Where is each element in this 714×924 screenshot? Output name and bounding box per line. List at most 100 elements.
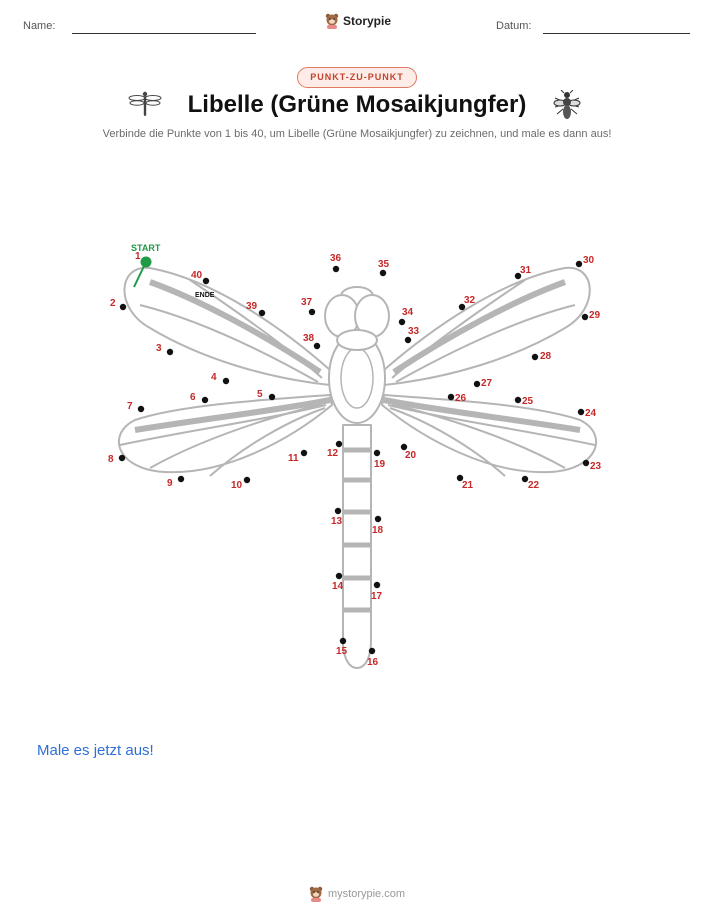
dot-label-13: 13	[331, 516, 343, 527]
dot-4	[222, 377, 230, 385]
dot-29	[581, 313, 589, 321]
dot-label-18: 18	[372, 525, 384, 536]
dot-label-7: 7	[127, 401, 133, 412]
dot-12	[335, 440, 343, 448]
dot-label-1: 1	[135, 251, 141, 262]
dot-40	[202, 277, 210, 285]
start-dot	[140, 256, 152, 268]
dot-6	[201, 396, 209, 404]
dot-28	[531, 353, 539, 361]
dot-34	[398, 318, 406, 326]
dot-label-21: 21	[462, 480, 474, 491]
dot-24	[577, 408, 585, 416]
dot-30	[575, 260, 583, 268]
instructions: Verbinde die Punkte von 1 bis 40, um Lib…	[102, 128, 612, 140]
dragonfly-icon	[128, 91, 162, 116]
bear-mascot-icon	[309, 886, 323, 902]
dot-7	[137, 405, 145, 413]
dot-21	[456, 474, 464, 482]
end-label: ENDE	[195, 292, 215, 299]
dot-label-2: 2	[110, 298, 116, 309]
dot-26	[447, 393, 455, 401]
dot-38	[313, 342, 321, 350]
dot-35	[379, 269, 387, 277]
dot-39	[258, 309, 266, 317]
date-line[interactable]	[543, 33, 690, 34]
dot-11	[300, 449, 308, 457]
dot-22	[521, 475, 529, 483]
dot-27	[473, 380, 481, 388]
dot-9	[177, 475, 185, 483]
bear-mascot-icon	[325, 13, 339, 29]
dot-label-32: 32	[464, 295, 476, 306]
dot-label-23: 23	[590, 461, 602, 472]
start-label: START	[131, 243, 161, 253]
dot-label-20: 20	[405, 450, 417, 461]
dot-5	[268, 393, 276, 401]
dot-label-19: 19	[374, 459, 386, 470]
dot-label-16: 16	[367, 657, 379, 668]
dot-label-25: 25	[522, 396, 534, 407]
dot-36	[332, 265, 340, 273]
dot-label-36: 36	[330, 253, 342, 264]
dot-label-33: 33	[408, 326, 420, 337]
dot-15	[339, 637, 347, 645]
dot-label-37: 37	[301, 297, 313, 308]
name-line[interactable]	[72, 33, 256, 34]
dot-19	[373, 449, 381, 457]
dragonfly-outline	[117, 266, 598, 669]
footer-url: mystorypie.com	[327, 888, 406, 900]
dot-label-28: 28	[540, 351, 552, 362]
dot-label-14: 14	[332, 581, 344, 592]
color-prompt: Male es jetzt aus!	[37, 742, 154, 759]
dot-label-35: 35	[378, 259, 390, 270]
dot-8	[118, 454, 126, 462]
dot-33	[404, 336, 412, 344]
dot-label-40: 40	[191, 270, 203, 281]
dot-label-8: 8	[108, 454, 114, 465]
dot-18	[374, 515, 382, 523]
date-label: Datum:	[496, 20, 532, 32]
dot-label-34: 34	[402, 307, 414, 318]
brand-logo: Storypie	[325, 13, 391, 29]
dot-label-22: 22	[528, 480, 540, 491]
dot-label-6: 6	[190, 392, 196, 403]
dot-2	[119, 303, 127, 311]
category-badge: PUNKT-ZU-PUNKT	[297, 67, 417, 88]
dot-label-4: 4	[211, 372, 217, 383]
dot-16	[368, 647, 376, 655]
dot-label-29: 29	[589, 310, 601, 321]
footer: mystorypie.com	[0, 886, 714, 902]
dot-label-11: 11	[288, 453, 299, 464]
dot-32	[458, 303, 466, 311]
dot-13	[334, 507, 342, 515]
dot-23	[582, 459, 590, 467]
dot-label-3: 3	[156, 343, 162, 354]
dot-label-30: 30	[583, 255, 595, 266]
dot-label-24: 24	[585, 408, 597, 419]
dot-20	[400, 443, 408, 451]
dot-label-38: 38	[303, 333, 315, 344]
name-label: Name:	[23, 20, 56, 32]
dot-25	[514, 396, 522, 404]
dot-label-31: 31	[520, 265, 532, 276]
page-title: Libelle (Grüne Mosaikjungfer)	[187, 91, 527, 118]
dot-37	[308, 308, 316, 316]
dot-label-17: 17	[371, 591, 383, 602]
insect-icon	[553, 90, 581, 119]
dot-label-10: 10	[231, 480, 243, 491]
dot-10	[243, 476, 251, 484]
dot-14	[335, 572, 343, 580]
dot-17	[373, 581, 381, 589]
brand-name: Storypie	[343, 14, 392, 28]
dot-31	[514, 272, 522, 280]
dot-label-9: 9	[167, 478, 173, 489]
dot-label-5: 5	[257, 389, 263, 400]
dot-label-15: 15	[336, 646, 348, 657]
dot-label-27: 27	[481, 378, 493, 389]
dot-label-12: 12	[327, 448, 339, 459]
dot-label-39: 39	[246, 301, 258, 312]
dot-3	[166, 348, 174, 356]
